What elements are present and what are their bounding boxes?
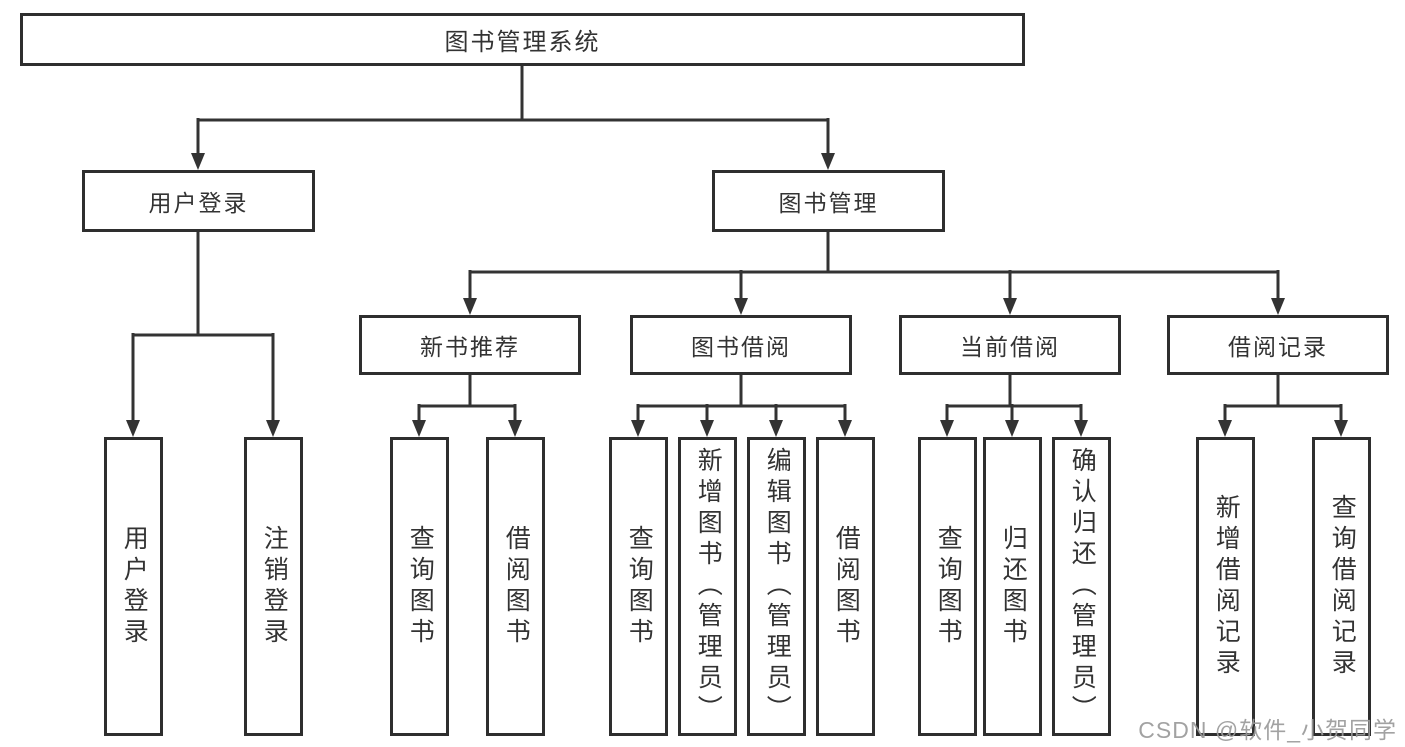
node-borrowing-records: 借阅记录 bbox=[1167, 315, 1389, 375]
leaf-query-books-current: 查询图书 bbox=[918, 437, 977, 736]
leaf-edit-books-admin: 编辑图书（管理员） bbox=[747, 437, 806, 736]
node-label: 确认归还（管理员） bbox=[1068, 447, 1097, 726]
node-label: 注销登录 bbox=[260, 524, 289, 649]
node-label: 编辑图书（管理员） bbox=[763, 447, 792, 726]
node-label: 新增借阅记录 bbox=[1212, 493, 1241, 680]
node-label: 借阅记录 bbox=[1228, 334, 1328, 360]
leaf-borrow-books: 借阅图书 bbox=[816, 437, 875, 736]
node-label: 查询图书 bbox=[934, 524, 963, 649]
leaf-query-books-borrow: 查询图书 bbox=[609, 437, 668, 736]
node-label: 新书推荐 bbox=[420, 334, 520, 360]
leaf-logout: 注销登录 bbox=[244, 437, 303, 736]
node-label: 图书借阅 bbox=[691, 334, 791, 360]
node-label: 借阅图书 bbox=[502, 524, 531, 649]
node-library-management-system: 图书管理系统 bbox=[20, 13, 1025, 66]
leaf-query-books-recommend: 查询图书 bbox=[390, 437, 449, 736]
node-label: 图书管理系统 bbox=[444, 29, 601, 56]
node-label: 查询借阅记录 bbox=[1328, 493, 1357, 680]
node-label: 查询图书 bbox=[406, 524, 435, 649]
leaf-confirm-return-admin: 确认归还（管理员） bbox=[1052, 437, 1111, 736]
node-label: 归还图书 bbox=[999, 524, 1028, 649]
leaf-return-books: 归还图书 bbox=[983, 437, 1042, 736]
node-user-login: 用户登录 bbox=[82, 170, 315, 232]
node-book-borrowing: 图书借阅 bbox=[630, 315, 852, 375]
node-label: 用户登录 bbox=[120, 524, 149, 649]
leaf-add-books-admin: 新增图书（管理员） bbox=[678, 437, 737, 736]
node-book-management: 图书管理 bbox=[712, 170, 945, 232]
node-label: 新增图书（管理员） bbox=[694, 447, 723, 726]
leaf-add-borrow-record: 新增借阅记录 bbox=[1196, 437, 1255, 736]
node-new-book-recommend: 新书推荐 bbox=[359, 315, 581, 375]
leaf-borrow-books-recommend: 借阅图书 bbox=[486, 437, 545, 736]
leaf-user-login: 用户登录 bbox=[104, 437, 163, 736]
leaf-query-borrow-record: 查询借阅记录 bbox=[1312, 437, 1371, 736]
node-label: 当前借阅 bbox=[960, 334, 1060, 360]
node-label: 用户登录 bbox=[148, 190, 249, 216]
watermark-text: CSDN @软件_小贺同学 bbox=[1138, 717, 1397, 743]
node-label: 图书管理 bbox=[778, 190, 879, 216]
node-label: 借阅图书 bbox=[832, 524, 861, 649]
node-current-borrowing: 当前借阅 bbox=[899, 315, 1121, 375]
node-label: 查询图书 bbox=[625, 524, 654, 649]
